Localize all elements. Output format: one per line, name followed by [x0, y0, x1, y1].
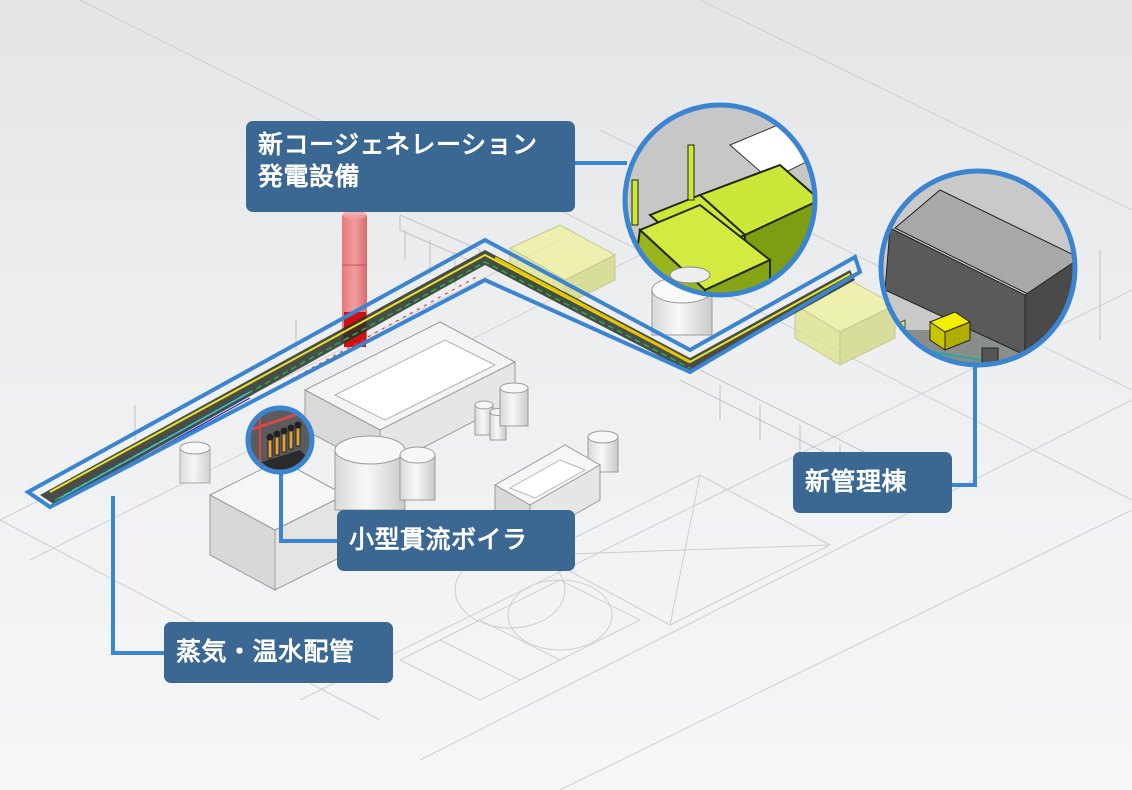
boiler-building — [208, 459, 347, 591]
callout-boiler: 小型貫流ボイラ — [337, 510, 575, 571]
callout-piping: 蒸気・温水配管 — [164, 622, 393, 683]
callout-cogeneration: 新コージェネレーション 発電設備 — [246, 121, 575, 212]
leader-line-boiler — [279, 472, 338, 543]
leader-lines — [111, 161, 977, 655]
callout-cogeneration-line-1: 新コージェネレーション — [258, 130, 538, 159]
cogeneration-zoom-circle — [622, 102, 818, 298]
piping-route-outline — [24, 237, 863, 510]
boiler-zoom-circle — [245, 405, 315, 475]
callout-admin-building-label: 新管理棟 — [805, 467, 908, 496]
callout-cogeneration-line-2: 発電設備 — [258, 162, 361, 191]
callout-piping-label: 蒸気・温水配管 — [176, 637, 355, 666]
main-building — [303, 321, 517, 471]
callout-admin-building: 新管理棟 — [793, 452, 952, 513]
leader-line-admin-building — [952, 365, 977, 487]
admin-building-zoom-circle — [878, 168, 1078, 368]
leader-line-piping — [111, 496, 165, 655]
callout-boiler-label: 小型貫流ボイラ — [349, 525, 528, 554]
